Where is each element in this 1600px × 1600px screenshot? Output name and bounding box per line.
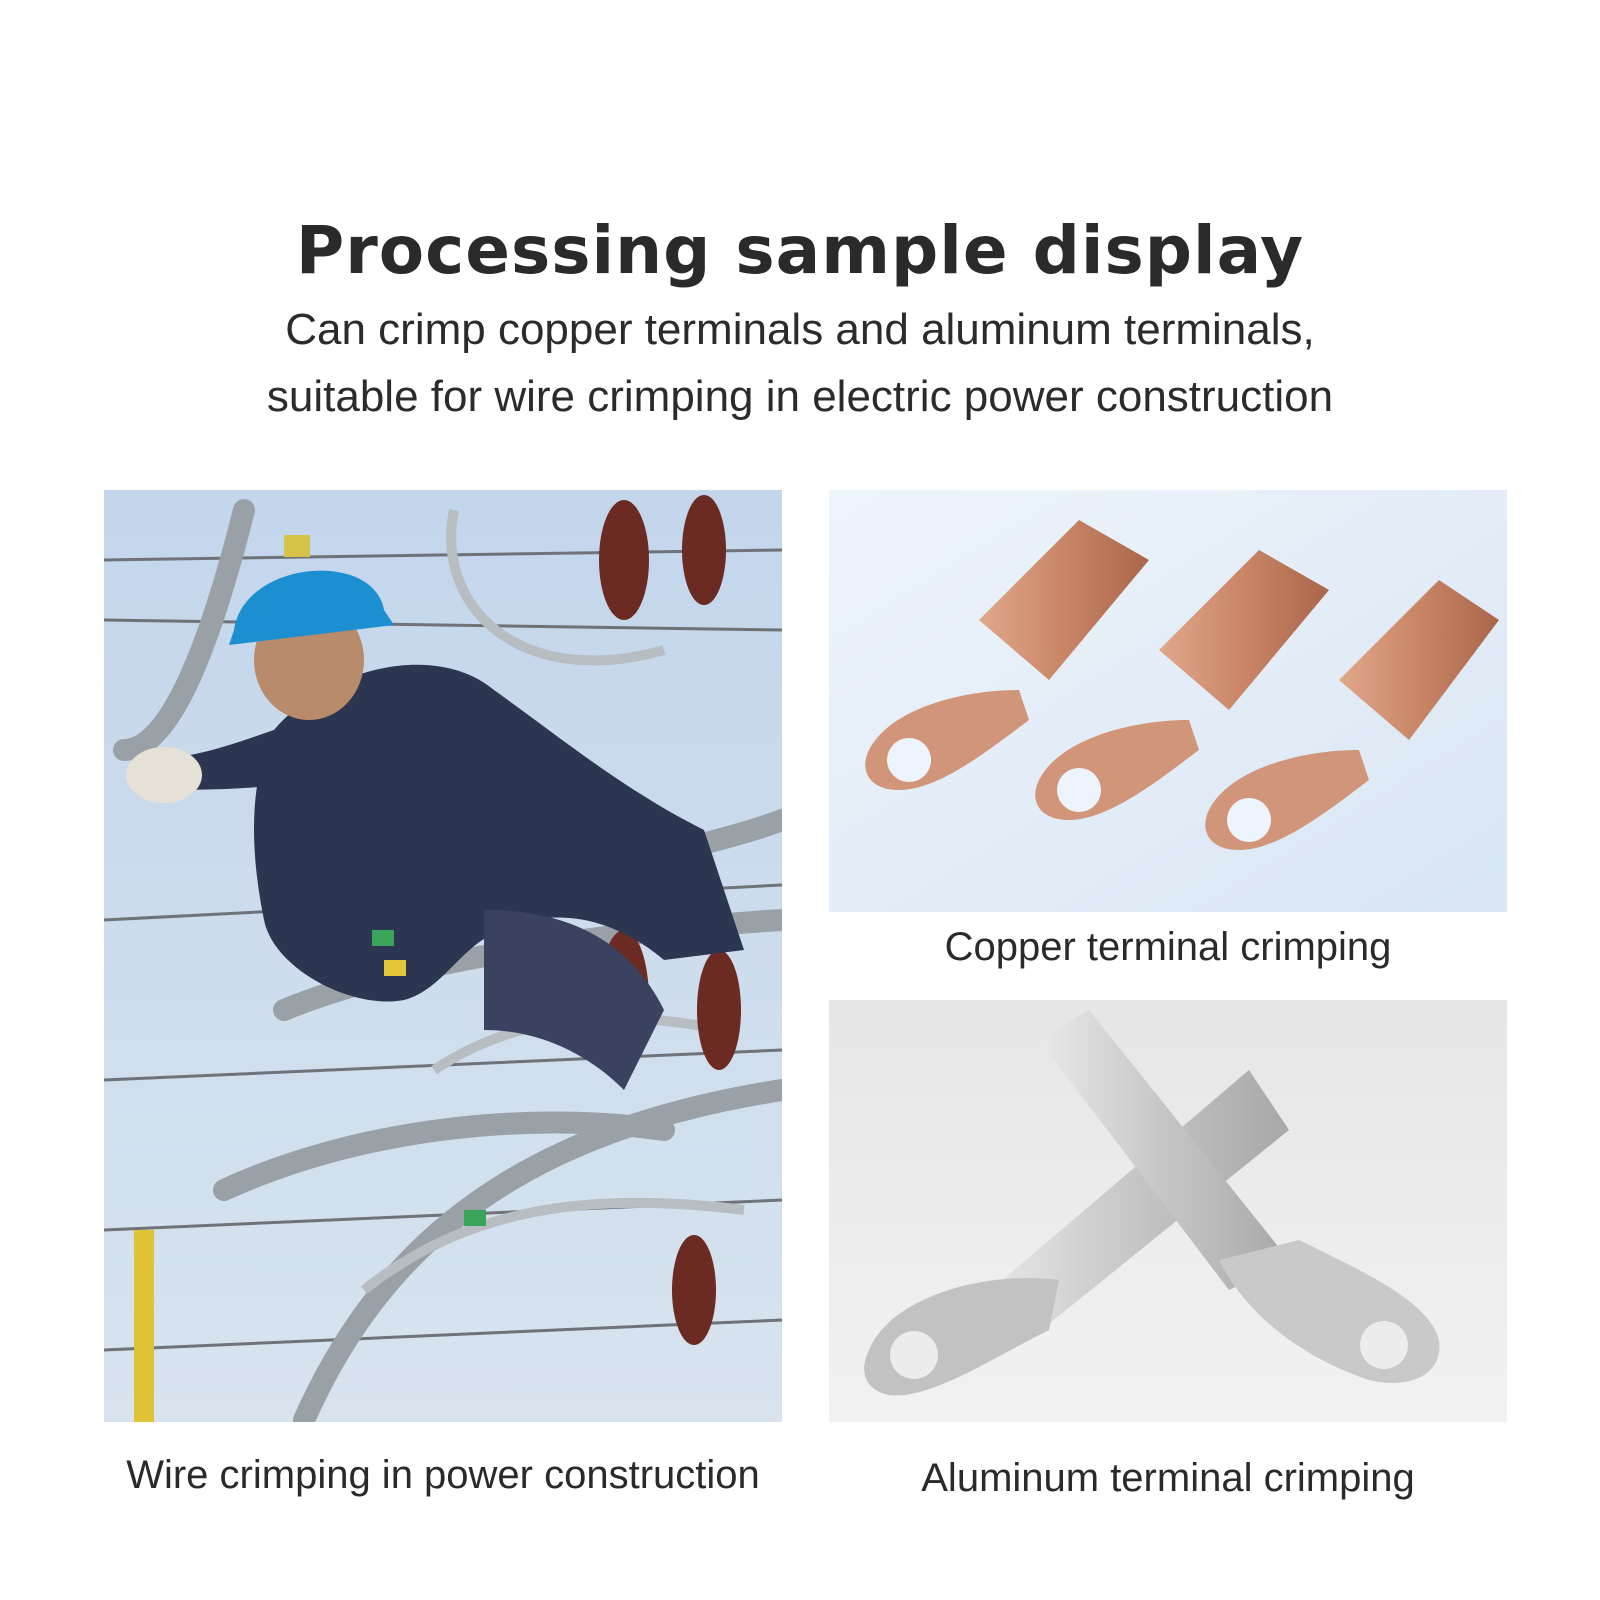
aluminum-terminal-photo [829, 1000, 1507, 1422]
subtitle-line-2: suitable for wire crimping in electric p… [266, 372, 1334, 421]
copper-terminal-photo [829, 490, 1507, 912]
copper-caption: Copper terminal crimping [944, 925, 1392, 969]
worker-caption: Wire crimping in power construction [126, 1453, 760, 1497]
subtitle-line-1: Can crimp copper terminals and aluminum … [285, 305, 1315, 354]
power-construction-photo [104, 490, 782, 1422]
page-title: Processing sample display [295, 212, 1305, 289]
aluminum-caption: Aluminum terminal crimping [921, 1456, 1415, 1500]
